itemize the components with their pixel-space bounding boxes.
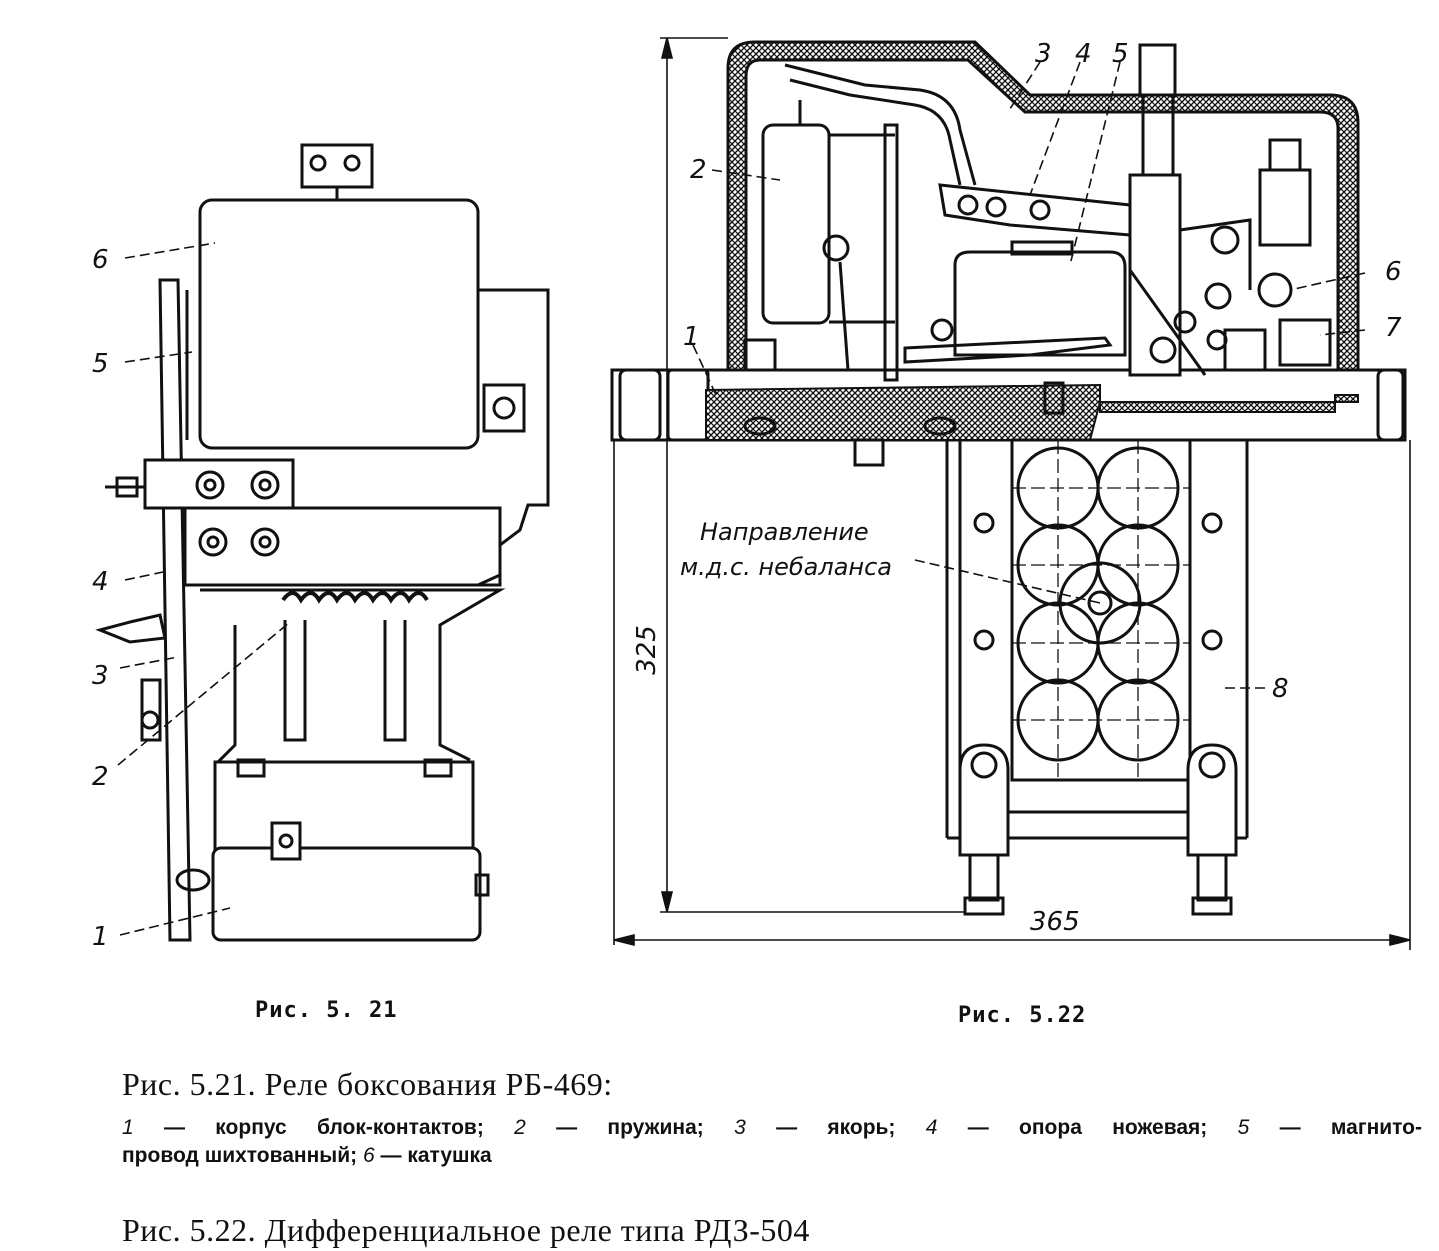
dimension-lines	[613, 37, 1411, 950]
fig521-caption: Рис. 5. 21	[255, 998, 398, 1023]
relay-rb469-drawing	[95, 143, 550, 942]
legend-num-2: 2	[514, 1116, 526, 1139]
fig522-label-2: 2	[690, 155, 707, 185]
fig521-label-3: 3	[92, 661, 109, 691]
fig522-label-3: 3	[1035, 39, 1052, 69]
fig521-labels: 6 5 4 3 2 1	[92, 245, 109, 952]
legend-num-4: 4	[925, 1116, 938, 1139]
caption-fig-522: Рис. 5.22. Дифференциальное реле типа РД…	[122, 1212, 810, 1248]
mdc-note-line2: м.д.с. небаланса	[680, 553, 892, 581]
legend-num-3: 3	[734, 1116, 746, 1139]
fig521-label-4: 4	[92, 567, 109, 597]
legend-line-2: провод шихтованный; 6 — катушка	[122, 1142, 492, 1170]
fig522-labels: 2 3 4 5 1 6 7 8 Направление м.д.с. небал…	[632, 39, 1402, 937]
legend-text-3: — якорь;	[776, 1116, 896, 1139]
caption-fig-521: Рис. 5.21. Реле боксования РБ-469:	[122, 1066, 613, 1102]
dim-width-label: 365	[1030, 907, 1080, 937]
legend-num-6: 6	[362, 1144, 375, 1167]
fig522-label-8: 8	[1272, 674, 1289, 704]
fig522-label-4: 4	[1075, 39, 1092, 69]
legend-text-6: — катушка	[380, 1144, 492, 1167]
mdc-note-line1: Направление	[700, 518, 869, 546]
fig522-label-7: 7	[1385, 313, 1402, 343]
dim-height-label: 325	[632, 625, 662, 675]
fig521-label-1: 1	[92, 922, 109, 952]
legend-text-5-cont: провод шихтованный;	[122, 1144, 358, 1167]
legend-text-1: — корпус блок-контактов;	[164, 1116, 484, 1139]
fig521-label-6: 6	[92, 245, 109, 275]
fig522-label-1: 1	[683, 322, 700, 352]
fig522-label-6: 6	[1385, 257, 1402, 287]
legend-text-5: — магнито-	[1279, 1116, 1422, 1139]
legend-text-2: — пружина;	[556, 1116, 704, 1139]
fig521-leaders	[117, 242, 291, 936]
fig522-leaders	[692, 61, 1366, 689]
fig522-caption: Рис. 5.22	[958, 1003, 1087, 1028]
legend-text-4: — опора ножевая;	[967, 1116, 1208, 1139]
relay-rdz504-drawing	[610, 40, 1407, 916]
legend-num-5: 5	[1237, 1116, 1250, 1139]
fig521-label-2: 2	[92, 762, 109, 792]
fig521-label-5: 5	[92, 349, 109, 379]
figures-drawing: 6 5 4 3 2 1	[92, 37, 1411, 952]
fig522-label-5: 5	[1112, 39, 1129, 69]
legend-num-1: 1	[122, 1116, 134, 1139]
legend-line-1: 1 — корпус блок-контактов; 2 — пружина; …	[122, 1114, 1422, 1142]
